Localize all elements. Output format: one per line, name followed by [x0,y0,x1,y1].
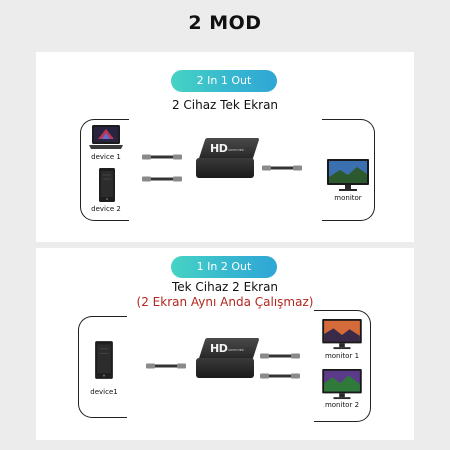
mode-warning-note: (2 Ekran Aynı Anda Çalışmaz) [136,295,314,309]
mode-badge-2in1out: 2 In 1 Out [171,70,277,92]
mode-subtitle: 2 Cihaz Tek Ekran [171,98,279,112]
switch-sub-label: SWITCHER [228,348,244,352]
monitor-icon [322,368,362,400]
pc-tower-icon [95,341,113,379]
hdmi-switch-device: HD SWITCHER [196,338,260,382]
hdmi-cable-icon [262,165,302,171]
mode-panel-2in1out: 2 In 1 Out 2 Cihaz Tek Ekran device 1 de… [36,52,414,242]
mode-subtitle: Tek Cihaz 2 Ekran [171,280,279,294]
page-title: 2 MOD [188,12,262,34]
hdmi-cable-icon [142,154,182,160]
monitor-label: monitor [334,194,362,202]
laptop-icon [89,125,123,149]
pc-tower-icon [99,168,115,202]
input-devices-bracket [80,119,129,221]
switch-logo: HD [210,342,228,355]
device-1-label: device 1 [91,153,121,161]
mode-badge-1in2out: 1 In 2 Out [171,256,277,278]
monitor-icon [322,318,362,350]
hdmi-cable-icon [142,176,182,182]
switch-logo: HD [210,142,228,155]
device-2-label: device 2 [91,205,121,213]
hdmi-cable-icon [260,353,300,359]
hdmi-cable-icon [260,373,300,379]
device-label: device1 [90,388,118,396]
monitor-icon [327,159,369,191]
output-monitor-bracket [322,119,375,221]
monitor-1-label: monitor 1 [324,352,360,360]
monitor-2-label: monitor 2 [324,401,360,409]
input-device-bracket [78,316,127,418]
mode-panel-1in2out: 1 In 2 Out Tek Cihaz 2 Ekran (2 Ekran Ay… [36,248,414,440]
switch-sub-label: SWITCHER [228,148,244,152]
hdmi-switch-device: HD SWITCHER [196,138,260,182]
output-monitors-bracket [314,310,371,422]
hdmi-cable-icon [146,363,186,369]
